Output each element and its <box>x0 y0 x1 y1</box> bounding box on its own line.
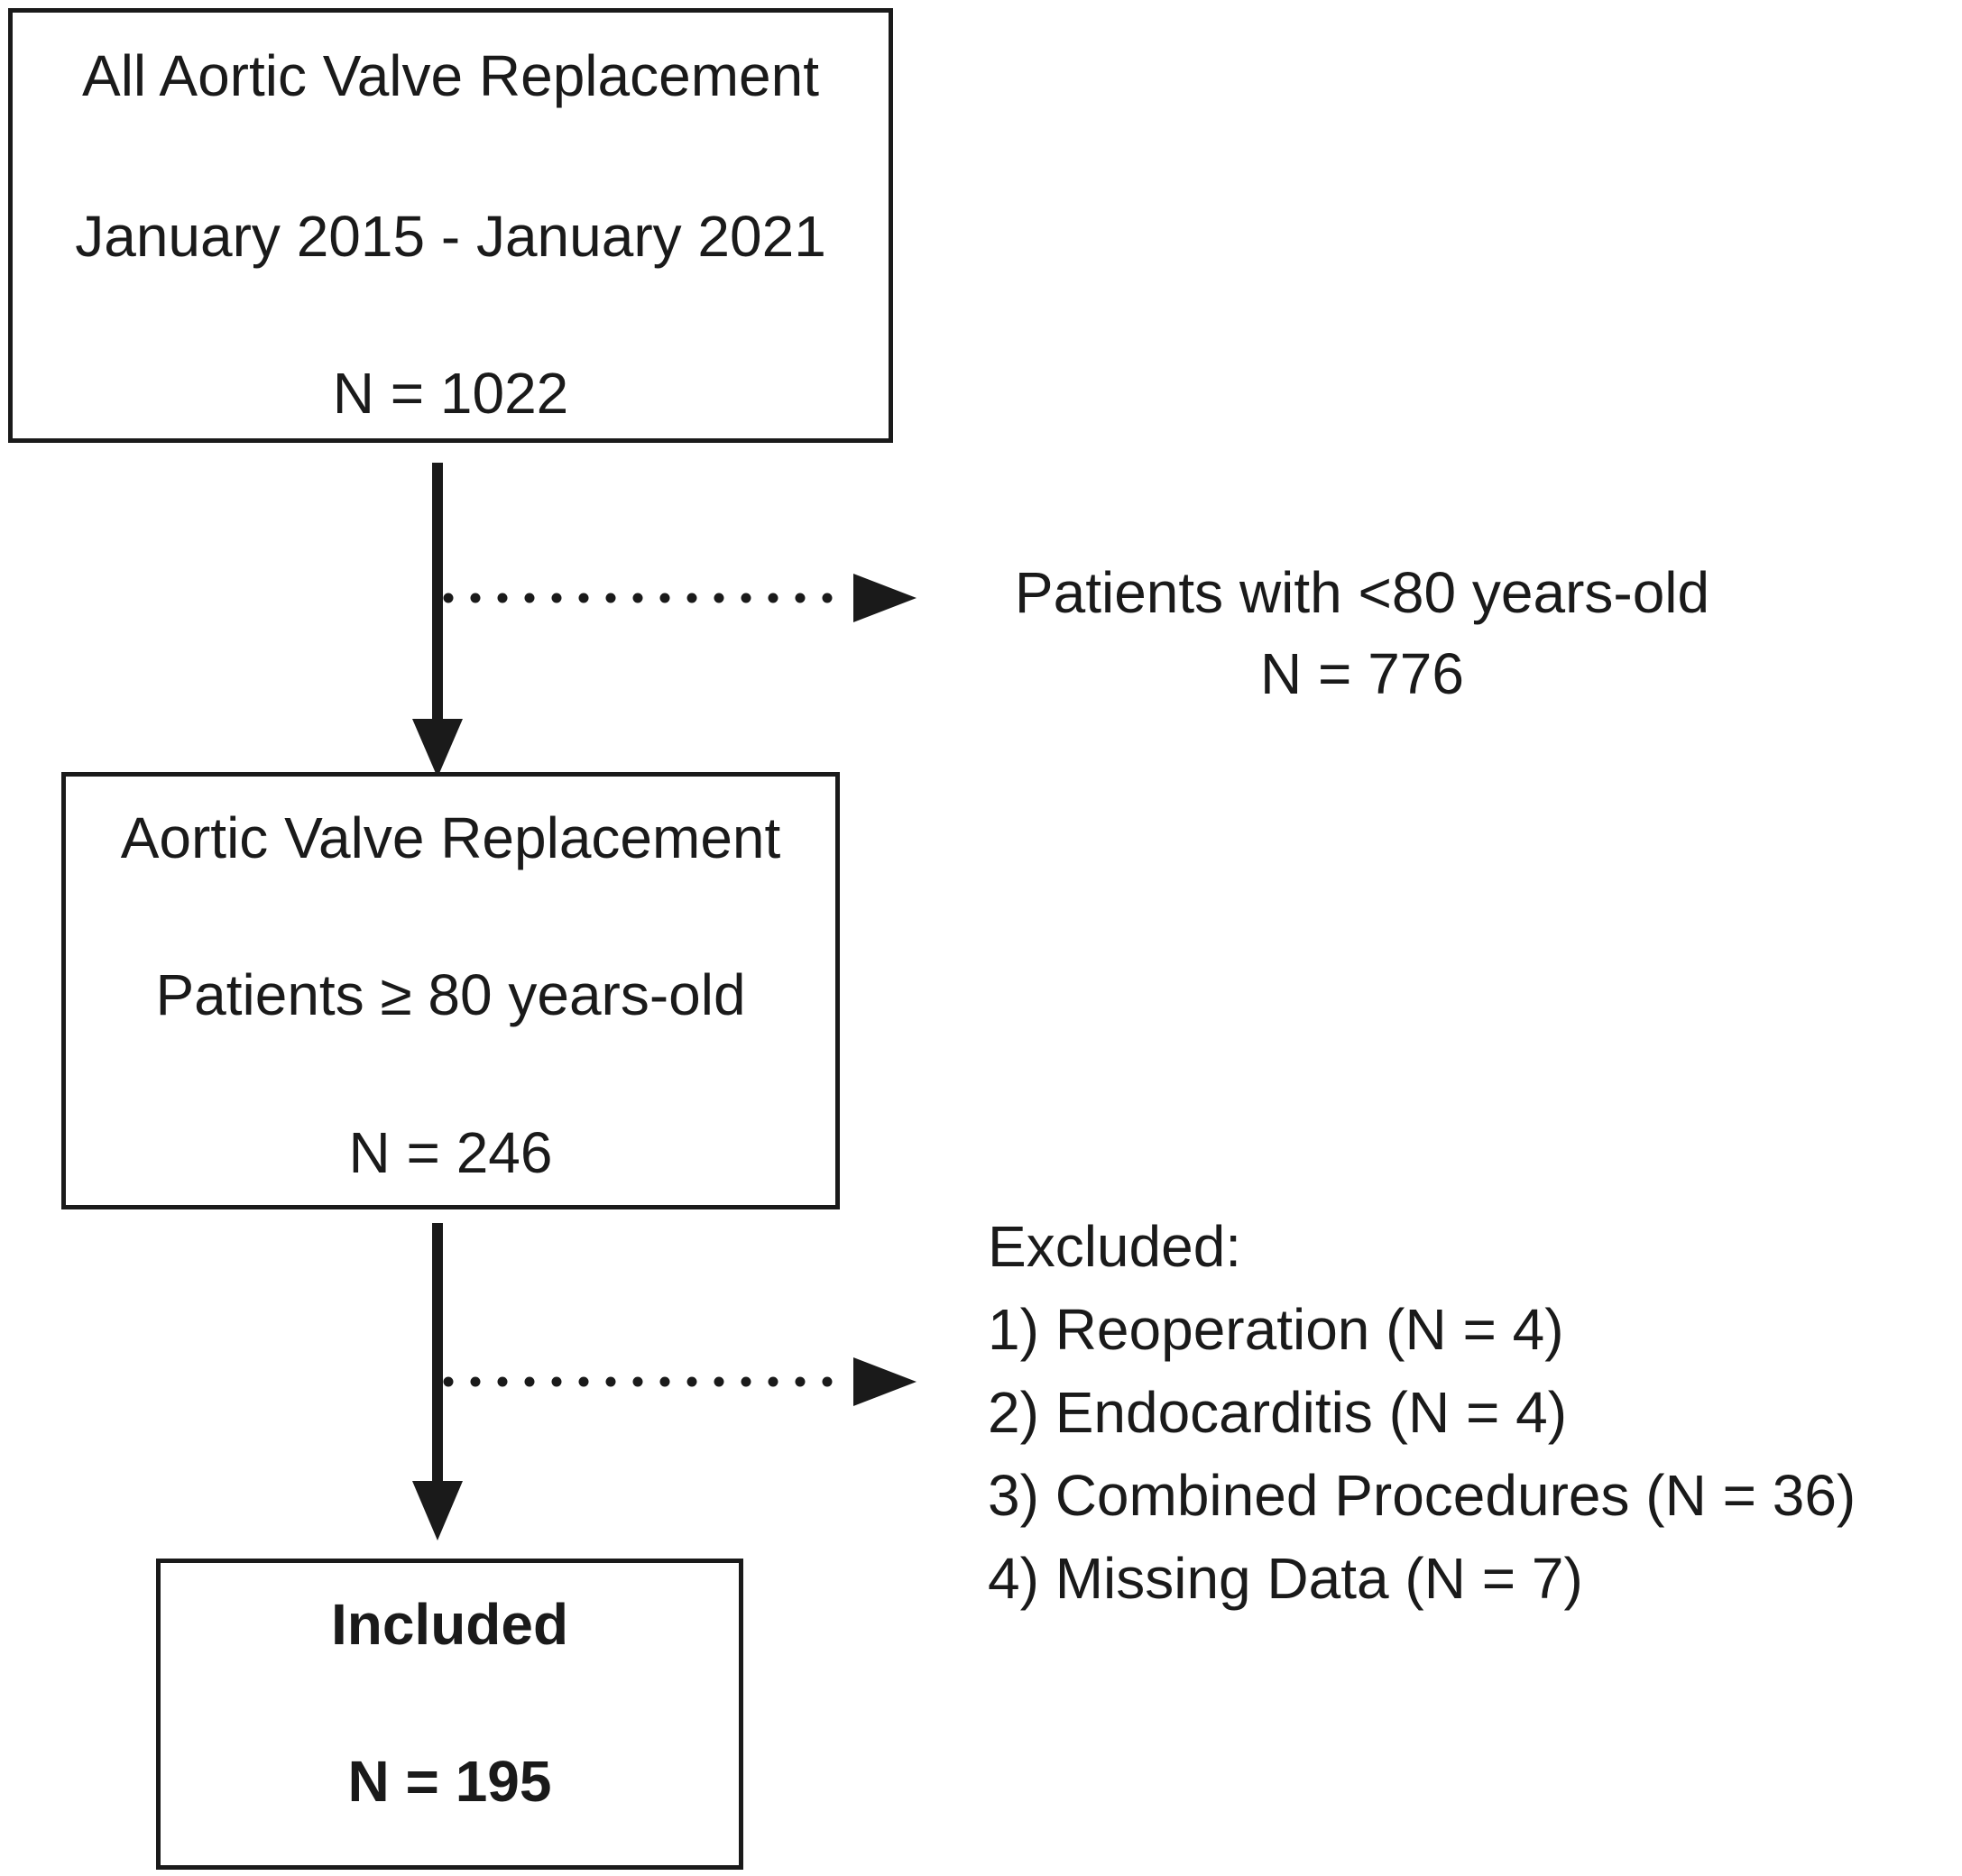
exclusion-item: 2) Endocarditis (N = 4) <box>988 1380 1568 1445</box>
all-avr-box: All Aortic Valve Replacement January 201… <box>8 8 893 443</box>
avr-elderly-criterion: Patients ≥ 80 years-old <box>155 962 746 1027</box>
exclusion-arrow-1-head <box>853 574 917 622</box>
avr-elderly-title: Aortic Valve Replacement <box>120 805 781 870</box>
exclusion-arrow-2-head <box>853 1357 917 1406</box>
avr-elderly-box: Aortic Valve Replacement Patients ≥ 80 y… <box>61 772 840 1209</box>
all-avr-count: N = 1022 <box>332 361 569 426</box>
included-count: N = 195 <box>347 1749 552 1814</box>
exclusion-item: 3) Combined Procedures (N = 36) <box>988 1463 1856 1528</box>
exclusion-item: 1) Reoperation (N = 4) <box>988 1297 1564 1362</box>
all-avr-period: January 2015 - January 2021 <box>75 204 826 269</box>
main-arrow-1-head <box>412 719 463 777</box>
included-box: Included N = 195 <box>156 1559 743 1870</box>
included-title: Included <box>330 1592 569 1657</box>
exclusion-criteria: Excluded: 1) Reoperation (N = 4) 2) Endo… <box>988 1218 1856 1607</box>
exclusion-heading: Excluded: <box>988 1214 1242 1279</box>
exclusion-item: 4) Missing Data (N = 7) <box>988 1546 1583 1611</box>
under-80-exclusion: Patients with <80 years-old N = 776 <box>956 564 1768 703</box>
main-arrow-2-head <box>412 1481 463 1540</box>
under-80-label: Patients with <80 years-old <box>1014 560 1710 625</box>
under-80-count: N = 776 <box>1260 641 1464 706</box>
all-avr-title: All Aortic Valve Replacement <box>82 43 819 108</box>
avr-elderly-count: N = 246 <box>348 1120 553 1185</box>
